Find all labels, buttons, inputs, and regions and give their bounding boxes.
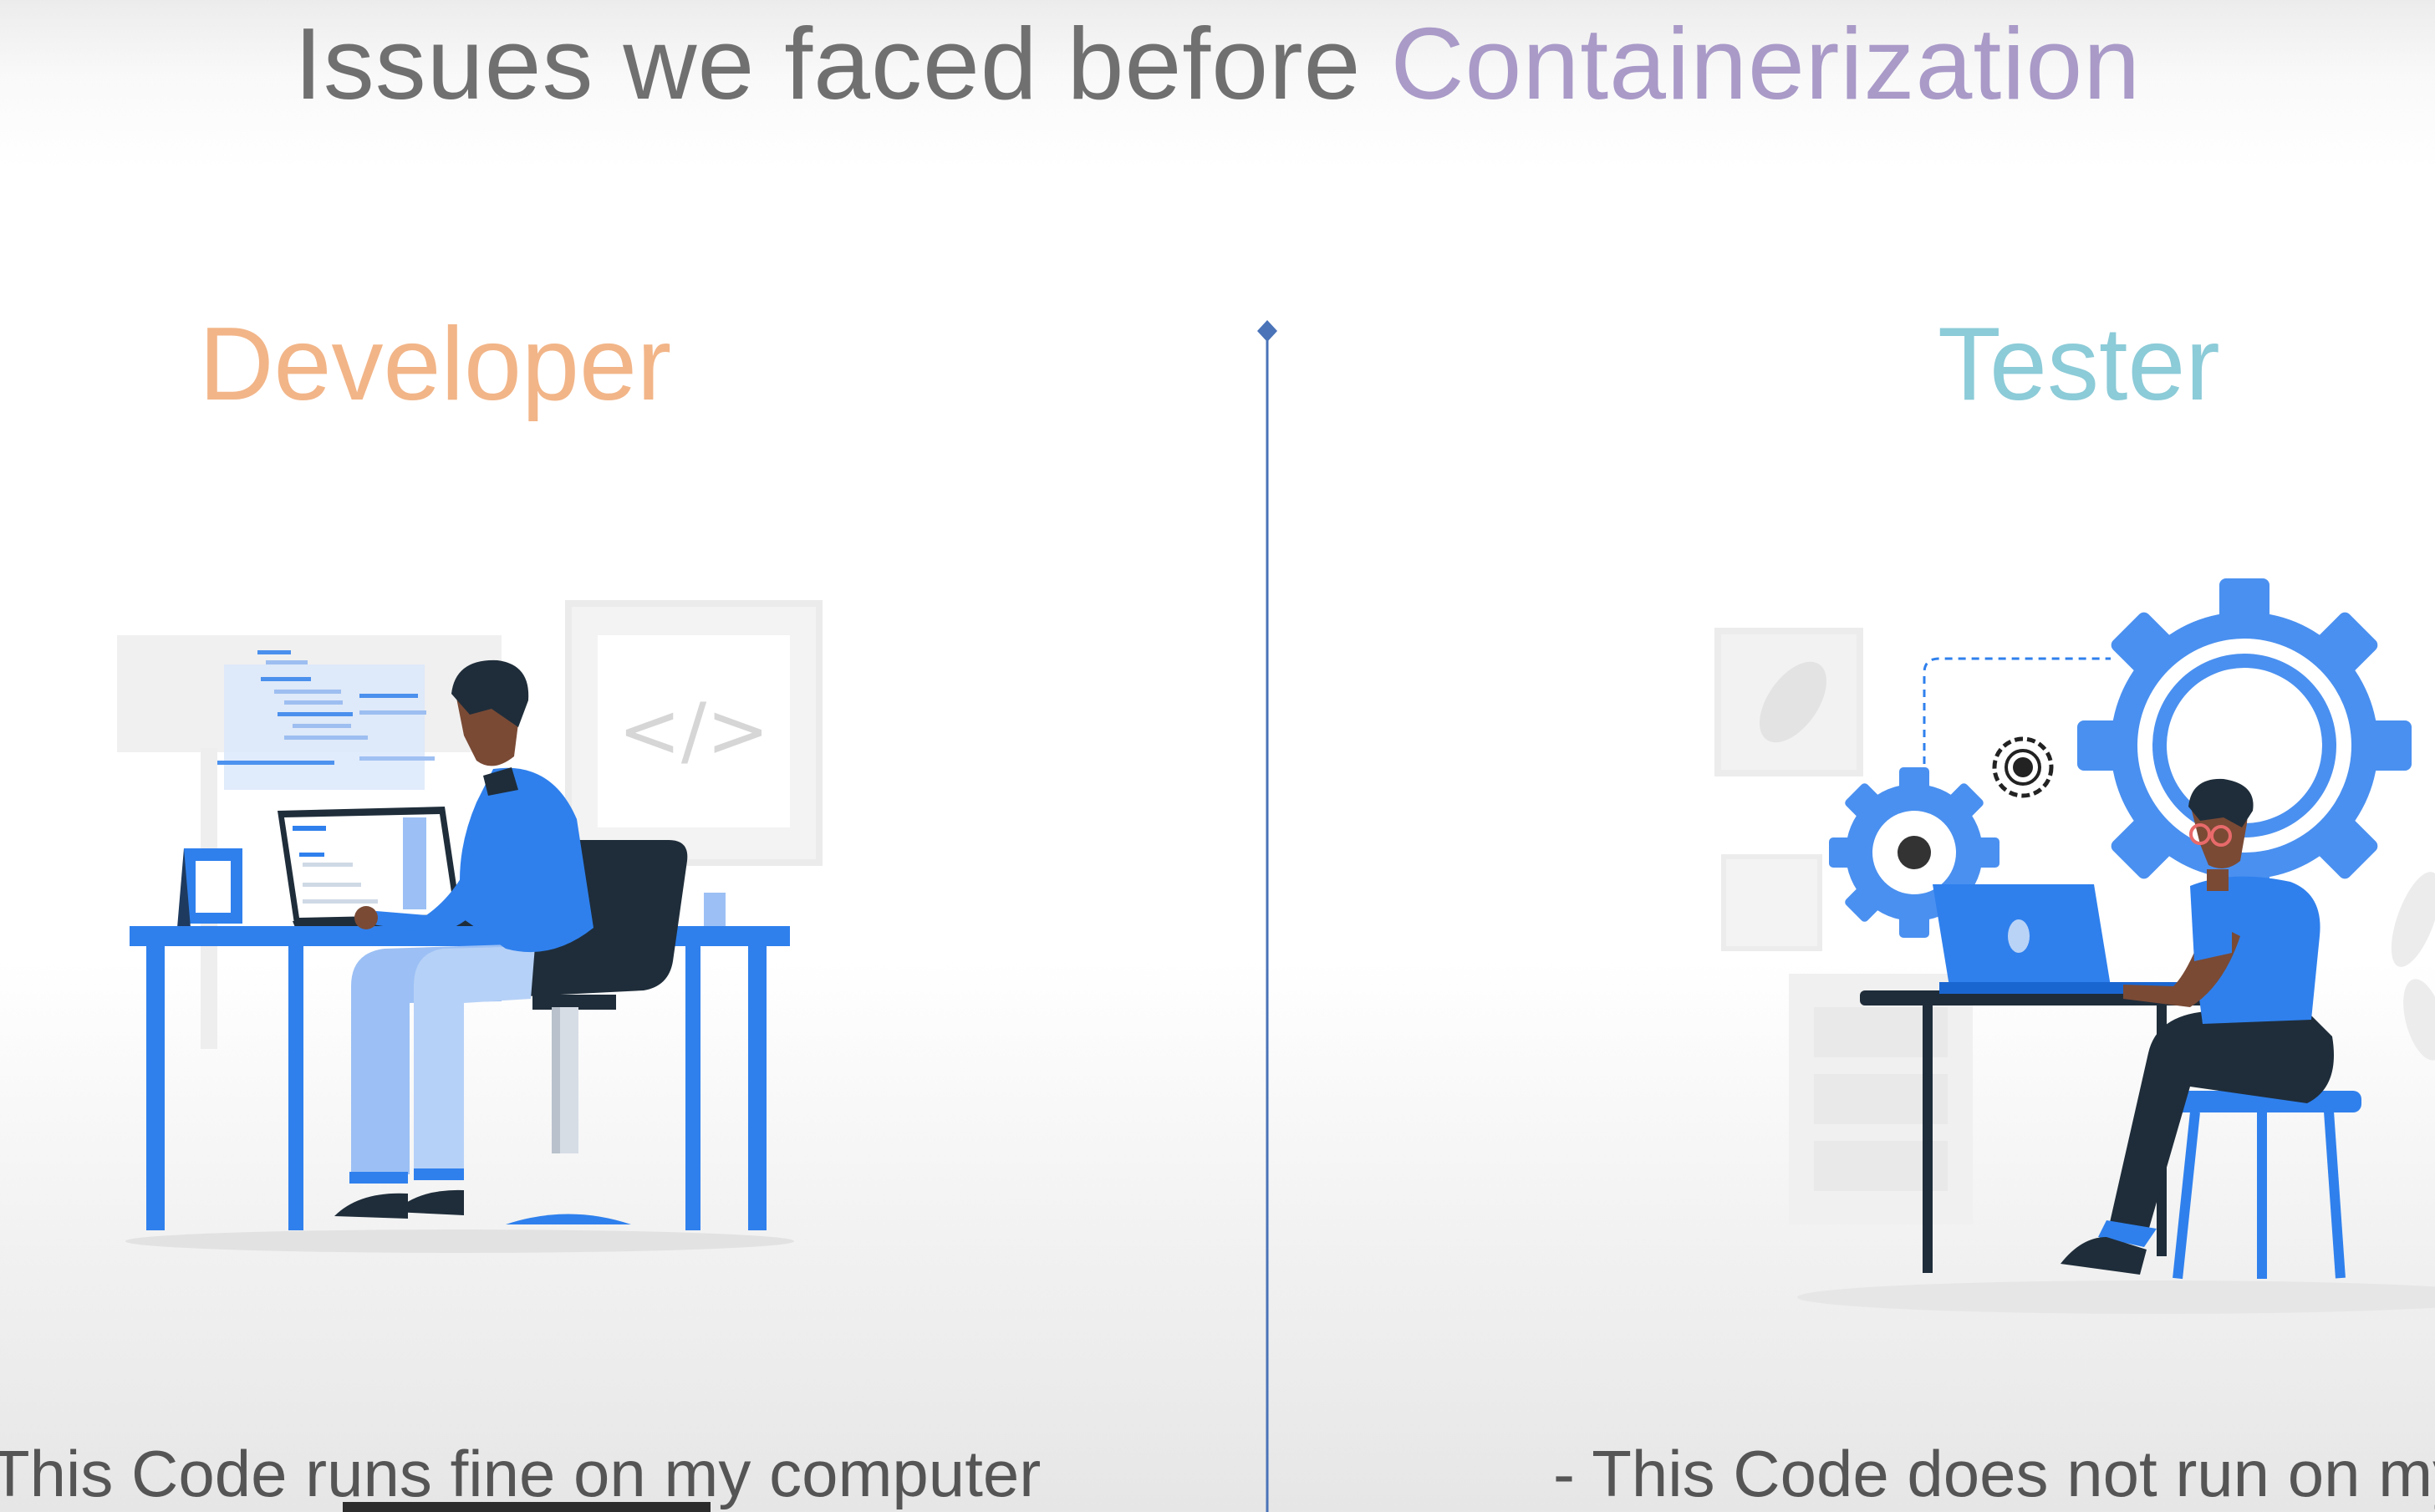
code-symbol-text: </>: [618, 687, 769, 775]
title-main: Issues we faced before: [293, 7, 1362, 120]
tester-person-icon: [2061, 778, 2334, 1275]
divider-diamond-marker: [1257, 320, 1277, 342]
tester-caption: - This Code does not run on my: [1553, 1437, 2435, 1510]
video-progress-bar[interactable]: [343, 1502, 711, 1512]
tester-label: Tester: [1938, 307, 2220, 422]
large-gear-icon: [2077, 578, 2412, 913]
slide-title: Issues we faced before Containerization: [0, 5, 2435, 122]
cup-icon: [704, 893, 726, 926]
developer-illustration: </>: [117, 600, 823, 1253]
code-screen-icon: [217, 650, 435, 790]
picture-frame-icon: [177, 848, 242, 928]
tester-illustration: [1714, 578, 2435, 1314]
developer-caption: This Code runs fine on my computer: [0, 1437, 1042, 1510]
settings-gear-icon: [1992, 736, 2054, 798]
laptop-icon: [1933, 884, 2198, 994]
title-accent: Containerization: [1390, 7, 2142, 120]
stool-icon: [2169, 1091, 2361, 1280]
developer-person-icon: [334, 659, 593, 1219]
desk: [130, 926, 790, 1230]
developer-label: Developer: [199, 307, 672, 422]
